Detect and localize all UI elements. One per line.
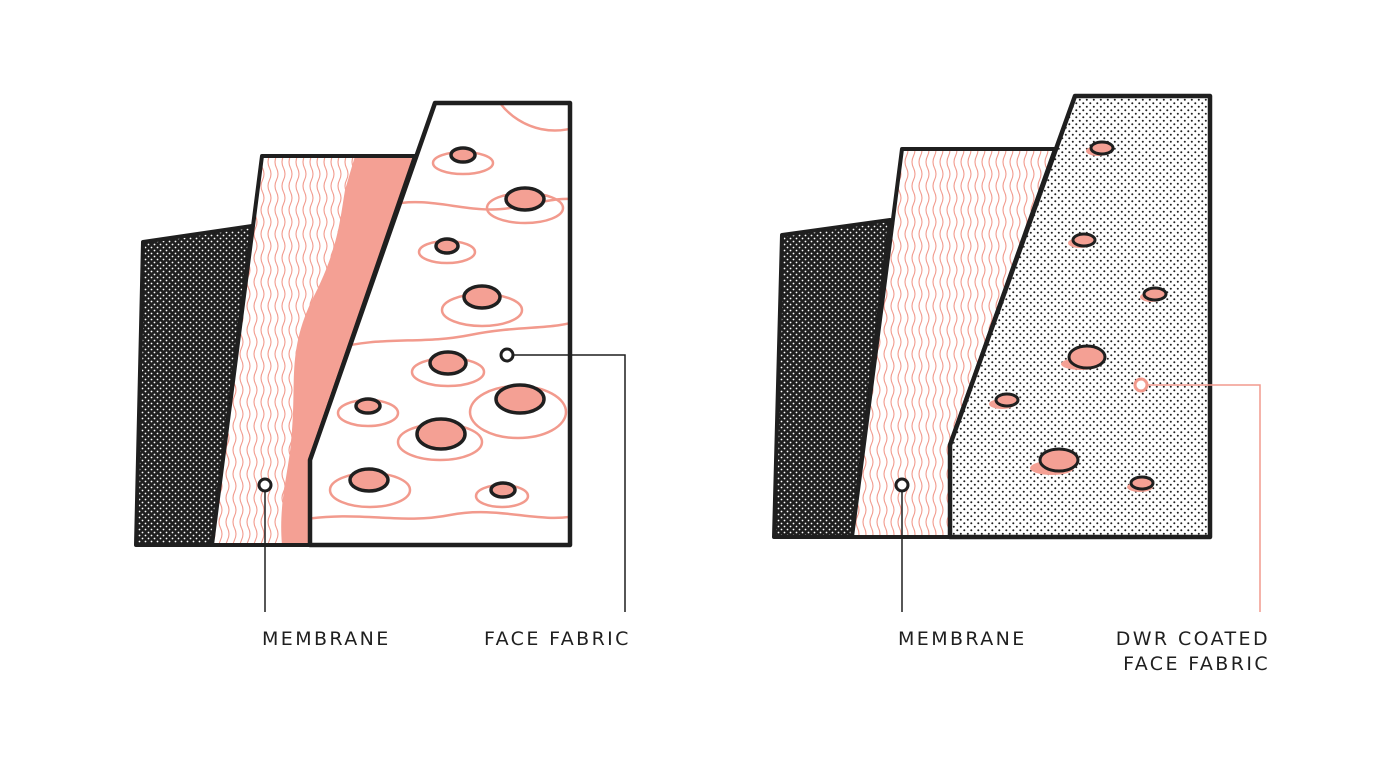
dwr-coated-label-line1: DWR COATED — [1115, 628, 1270, 650]
dwr-coated-label-line2: FACE FABRIC — [1123, 653, 1270, 675]
face-fabric-label-left: FACE FABRIC — [484, 628, 631, 650]
membrane-label-right: MEMBRANE — [898, 628, 1027, 650]
water-droplets — [348, 146, 546, 499]
dwr-face-fabric-layer — [947, 93, 1213, 540]
dwr-face-fabric-callout — [1133, 377, 1261, 612]
membrane-callout — [257, 477, 273, 612]
face-fabric-layer — [307, 100, 573, 548]
face-fabric-callout — [499, 347, 626, 612]
beading-droplets — [989, 140, 1168, 492]
dwr-coated-diagram — [772, 93, 1261, 612]
uncoated-diagram — [134, 100, 626, 612]
membrane-callout — [894, 477, 910, 612]
membrane-label-left: MEMBRANE — [262, 628, 391, 650]
